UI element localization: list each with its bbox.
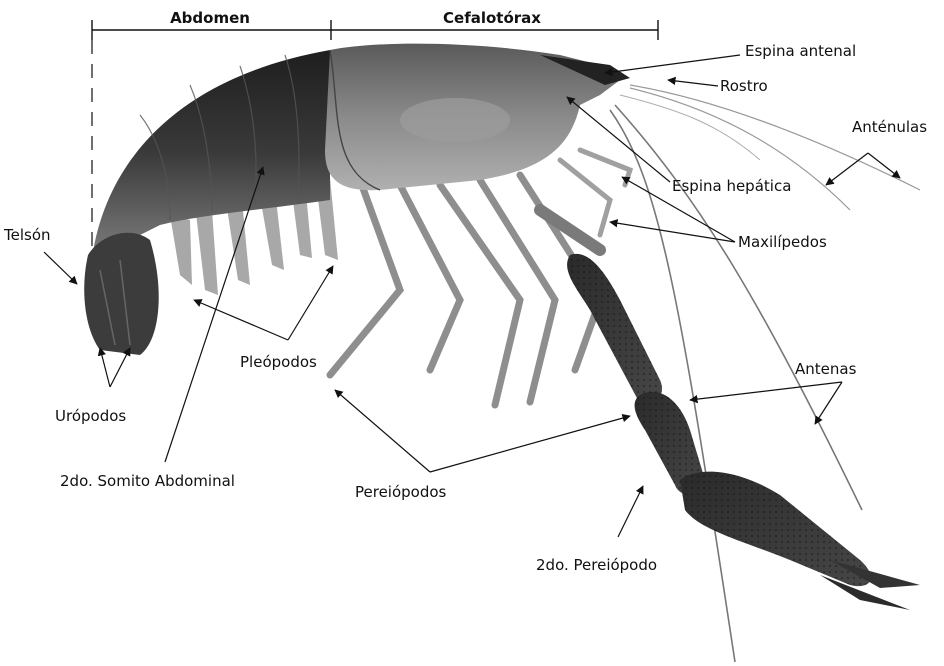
- label-antenulas: Anténulas: [852, 118, 927, 136]
- arrow-uropodos-1: [100, 348, 110, 387]
- label-segundo-somito: 2do. Somito Abdominal: [60, 472, 235, 490]
- arrow-maxilipedos-2: [610, 222, 735, 242]
- label-uropodos: Urópodos: [55, 407, 126, 425]
- label-telson: Telsón: [3, 226, 51, 244]
- arrow-pereiopodos-2: [430, 416, 630, 472]
- claw: [540, 210, 920, 610]
- crayfish-illustration: [84, 44, 920, 662]
- arrow-pleopodos-2: [288, 266, 333, 340]
- tail-fan: [84, 233, 159, 355]
- arrow-rostro: [668, 80, 718, 86]
- label-pleopodos: Pleópodos: [240, 353, 317, 371]
- label-maxilipedos: Maxilípedos: [738, 233, 827, 251]
- label-antenas: Antenas: [795, 360, 857, 378]
- abdomen-header: Abdomen: [170, 9, 250, 27]
- arrow-segundo-pereiopodo: [618, 486, 643, 537]
- cefalotorax-header: Cefalotórax: [443, 9, 541, 27]
- arrow-antenulas-1: [868, 153, 900, 178]
- arrow-antenas-1: [815, 382, 842, 424]
- antenna-right: [615, 105, 862, 510]
- arrow-espina-antenal: [605, 55, 740, 73]
- label-espina-antenal: Espina antenal: [745, 42, 856, 60]
- arrow-uropodos-2: [110, 348, 130, 387]
- arrow-antenulas-2: [826, 153, 868, 185]
- arrow-telson: [44, 252, 77, 284]
- label-espina-hepatica: Espina hepática: [672, 177, 791, 195]
- maxillipeds: [560, 150, 630, 235]
- label-pereiopodos: Pereiópodos: [355, 483, 447, 501]
- walking-legs: [330, 175, 600, 405]
- label-rostro: Rostro: [720, 77, 768, 95]
- arrow-pereiopodos-1: [335, 390, 430, 472]
- arrow-antenas-2: [690, 382, 842, 400]
- label-segundo-pereiopodo: 2do. Pereiópodo: [536, 556, 657, 574]
